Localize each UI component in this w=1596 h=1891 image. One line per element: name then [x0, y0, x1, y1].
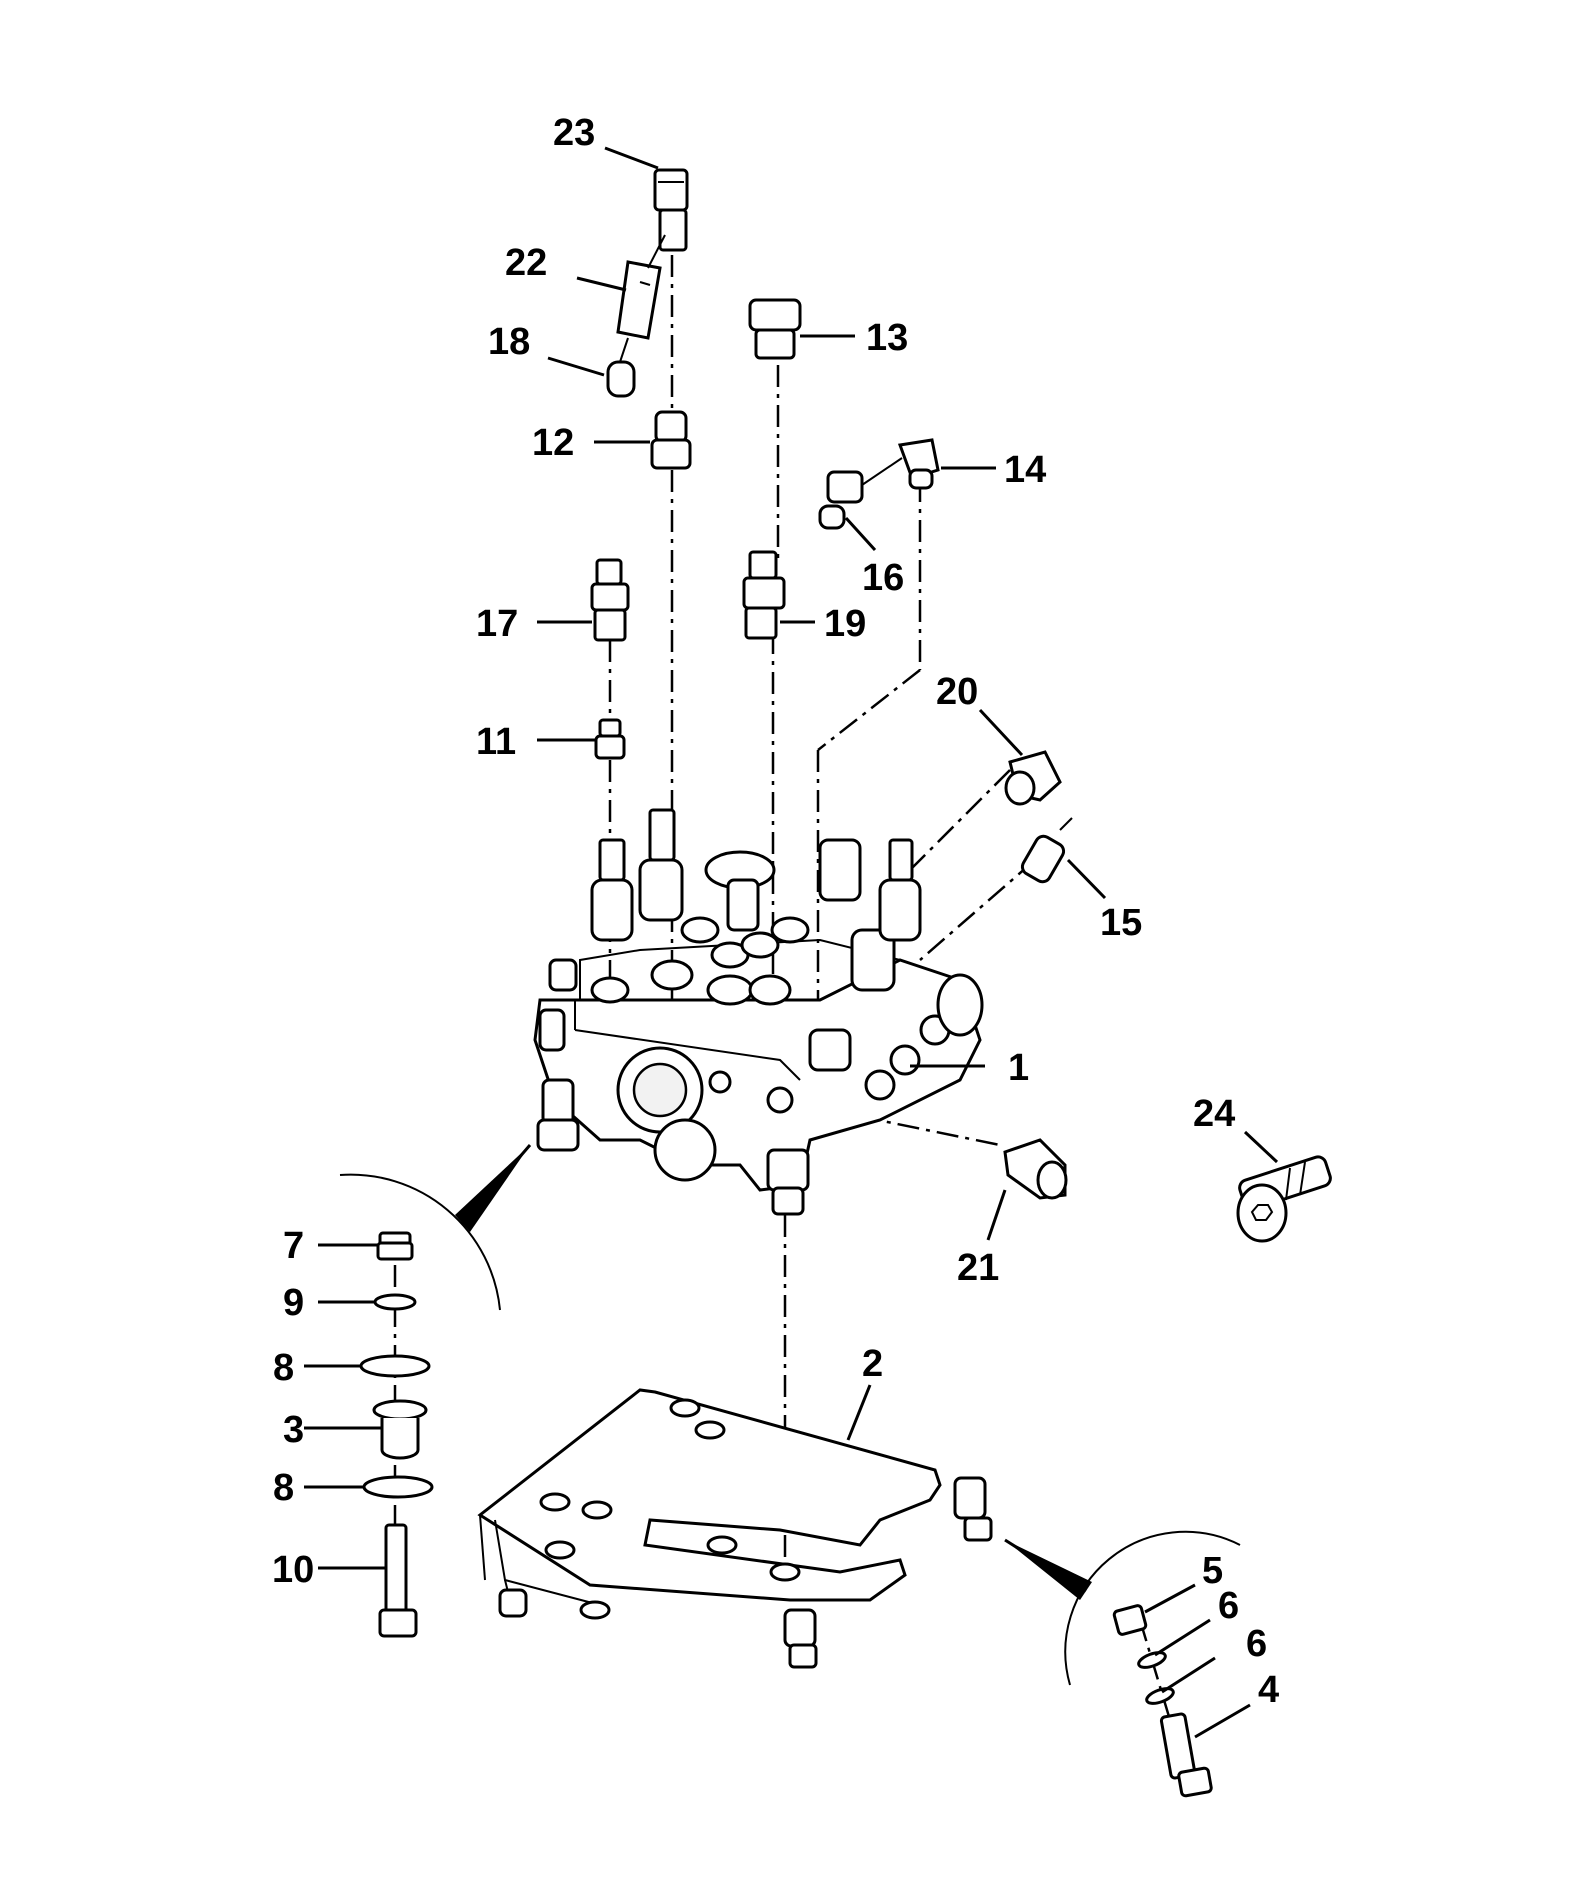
- callout-5: 5: [1202, 1550, 1223, 1592]
- part-2-mounting-bracket: [477, 1388, 993, 1669]
- part-23-fitting: [653, 168, 689, 252]
- callout-22: 22: [505, 242, 547, 284]
- part-4-bolt: [1159, 1712, 1213, 1798]
- callout-1: 1: [1008, 1047, 1029, 1089]
- part-9-washer: [373, 1293, 417, 1311]
- detail-circle-left: [339, 1144, 532, 1638]
- callout-11: 11: [476, 721, 516, 763]
- callout-19: 19: [824, 603, 866, 645]
- callout-4: 4: [1258, 1669, 1279, 1711]
- callout-18: 18: [488, 321, 530, 363]
- part-6-washer-lower: [1145, 1687, 1175, 1705]
- callout-8-lower: 8: [273, 1467, 294, 1509]
- callout-15: 15: [1100, 902, 1142, 944]
- callout-16: 16: [862, 557, 904, 599]
- callout-13: 13: [866, 317, 908, 359]
- part-22-check-valve: [616, 234, 666, 340]
- callout-20: 20: [936, 671, 978, 713]
- leader-lines: [304, 146, 1279, 1739]
- part-8-washer-lower: [362, 1475, 434, 1499]
- part-24-button-head-bolt: [1236, 1155, 1332, 1243]
- callout-17: 17: [476, 603, 518, 645]
- callout-21: 21: [957, 1247, 999, 1289]
- part-16-tee: [818, 457, 903, 530]
- part-8-washer-upper: [359, 1354, 431, 1378]
- callout-2: 2: [862, 1343, 883, 1385]
- part-17-tee: [590, 558, 630, 642]
- part-20-elbow: [1004, 750, 1062, 806]
- callout-7: 7: [283, 1225, 304, 1267]
- callout-10: 10: [272, 1549, 314, 1591]
- part-5-nut: [1112, 1604, 1148, 1636]
- callout-14: 14: [1004, 449, 1046, 491]
- callout-9: 9: [283, 1282, 304, 1324]
- callout-labels: 23 22 18 13 12 14 16 17 19 20 11 15 1 24…: [272, 112, 1279, 1711]
- part-15-sensor: [1020, 817, 1073, 884]
- part-13-adapter: [748, 298, 802, 360]
- part-1-valve-block: [533, 808, 984, 1216]
- callout-6-upper: 6: [1218, 1585, 1239, 1627]
- callout-8-upper: 8: [273, 1347, 294, 1389]
- part-12-adapter: [650, 410, 692, 470]
- part-19-tee: [742, 550, 786, 640]
- part-3-bushing: [372, 1399, 428, 1460]
- part-7-nut: [376, 1231, 414, 1261]
- part-6-washer-upper: [1137, 1651, 1167, 1669]
- part-14-elbow: [897, 438, 940, 490]
- callout-3: 3: [283, 1409, 304, 1451]
- part-11-adapter: [594, 718, 626, 760]
- detail-circle-right: [1004, 1530, 1241, 1798]
- callout-23: 23: [553, 112, 595, 154]
- callout-12: 12: [532, 422, 574, 464]
- part-18-fitting: [606, 337, 636, 398]
- part-21-elbow: [1003, 1138, 1068, 1200]
- callout-6-lower: 6: [1246, 1623, 1267, 1665]
- callout-24: 24: [1193, 1093, 1235, 1135]
- part-10-bolt: [378, 1523, 418, 1638]
